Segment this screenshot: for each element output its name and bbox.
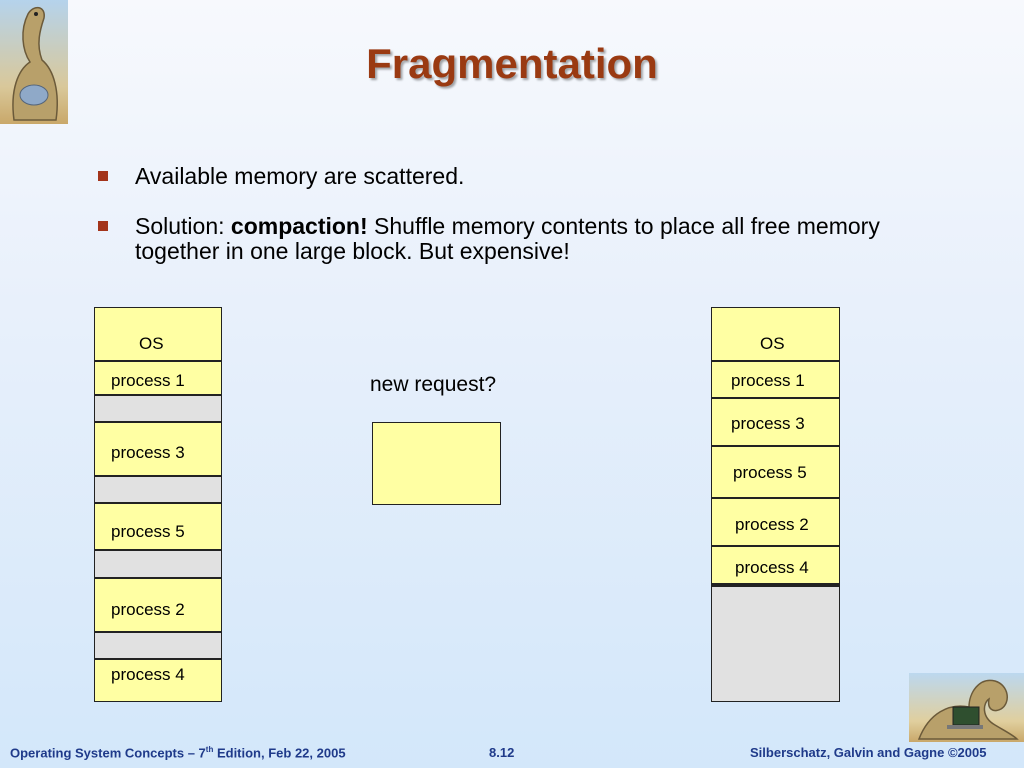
page-number: 8.12	[489, 745, 515, 760]
process-block: process 1	[94, 361, 222, 395]
process-block: process 3	[94, 422, 222, 476]
free-block	[94, 550, 222, 578]
footer-superscript: th	[205, 745, 214, 754]
slide-title: Fragmentation	[366, 40, 658, 87]
footer-left-text: Operating System Concepts – 7	[10, 745, 206, 761]
dinosaur-laptop-logo	[909, 673, 1024, 742]
process-block: process 2	[711, 498, 840, 546]
process-label: process 3	[731, 414, 805, 433]
process-block: process 3	[711, 398, 840, 446]
process-block: process 4	[94, 659, 222, 702]
process-label: process 3	[111, 443, 185, 462]
bullet-item: Available memory are scattered.	[98, 164, 895, 189]
square-bullet-icon	[98, 221, 108, 231]
bullet-prefix: Solution:	[135, 213, 231, 239]
process-block: process 4	[711, 546, 840, 584]
process-block: process 1	[711, 361, 840, 398]
free-block	[94, 476, 222, 503]
footer-right: Silberschatz, Galvin and Gagne ©2005	[750, 745, 987, 760]
new-request-label: new request?	[370, 373, 497, 396]
process-block: process 5	[94, 503, 222, 550]
process-label: process 1	[731, 371, 805, 390]
footer-left: Operating System Concepts – 7th Edition,…	[10, 745, 346, 760]
process-block: process 2	[94, 578, 222, 632]
process-label: process 2	[111, 600, 185, 619]
process-label: process 1	[111, 371, 185, 390]
bullet-item: Solution: compaction! Shuffle memory con…	[98, 214, 895, 264]
process-label: process 4	[735, 558, 809, 577]
os-block: OS	[94, 307, 222, 361]
bullet-text: Available memory are scattered.	[135, 163, 465, 189]
free-block	[94, 395, 222, 422]
process-label: process 5	[733, 463, 807, 482]
bullet-bold: compaction!	[230, 213, 368, 239]
new-request-block	[372, 422, 501, 505]
free-block	[711, 584, 840, 702]
os-label: OS	[760, 334, 785, 353]
os-block: OS	[711, 307, 840, 361]
bullet-suffix: Shuffle memory contents to place all fre…	[135, 213, 880, 264]
free-block	[94, 632, 222, 659]
bullet-text: Solution: compaction! Shuffle memory con…	[135, 214, 895, 264]
footer-left-suffix: Edition, Feb 22, 2005	[213, 745, 346, 761]
process-label: process 4	[111, 665, 185, 684]
os-label: OS	[139, 334, 164, 353]
process-label: process 5	[111, 522, 185, 541]
square-bullet-icon	[98, 171, 108, 181]
dinosaur-logo	[0, 0, 68, 124]
process-label: process 2	[735, 515, 809, 534]
process-block: process 5	[711, 446, 840, 498]
